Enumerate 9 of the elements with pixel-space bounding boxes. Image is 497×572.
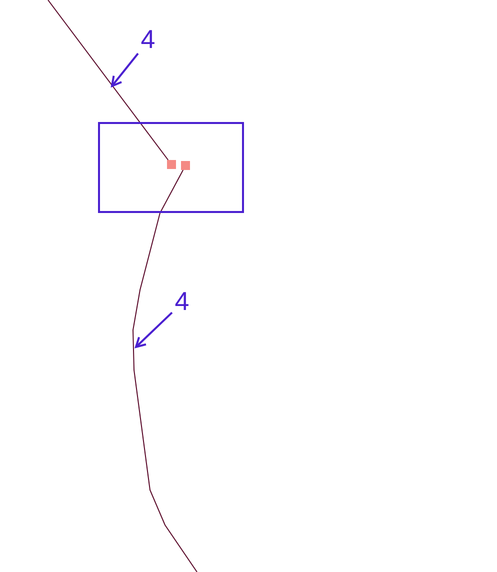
leader-arrow <box>111 52 139 87</box>
wire <box>48 0 169 160</box>
label-text: 4 <box>138 26 158 56</box>
terminal-square <box>167 160 176 169</box>
wire <box>132 170 198 572</box>
terminal-square <box>181 161 190 170</box>
label-text: 4 <box>172 288 192 318</box>
leader-arrow <box>135 312 173 348</box>
rectangle <box>98 122 244 213</box>
